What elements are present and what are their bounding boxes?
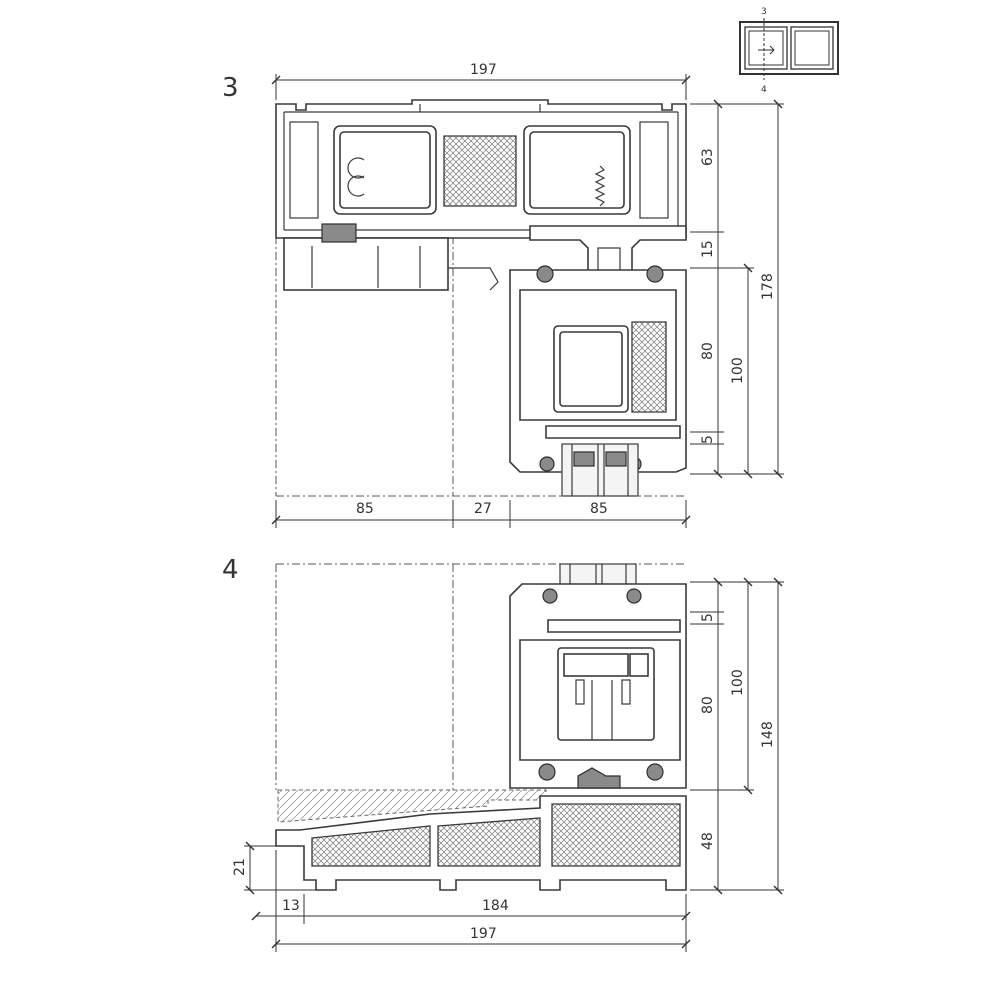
dim-s4-bottom-184: 184 <box>482 898 509 914</box>
key-plan-marker-4: 4 <box>761 85 767 95</box>
dim-s3-right-100: 100 <box>730 357 746 384</box>
dim-s3-right-63: 63 <box>700 148 716 166</box>
dim-s3-bottom-mid: 27 <box>474 501 492 517</box>
section-label-3: 3 <box>222 73 239 103</box>
dim-s4-right-5: 5 <box>700 613 716 622</box>
dim-s3-right-80: 80 <box>700 342 716 360</box>
section-4-dimensions: 5 80 48 100 148 21 13 184 197 <box>232 577 784 952</box>
dim-s4-right-80: 80 <box>700 696 716 714</box>
dim-s4-right-48: 48 <box>700 832 716 850</box>
dim-s3-right-5: 5 <box>700 435 716 444</box>
dim-s4-right-100: 100 <box>730 669 746 696</box>
dim-s3-right-15: 15 <box>700 240 716 258</box>
dim-s4-left-21: 21 <box>232 858 248 876</box>
section-4-profile <box>275 563 687 891</box>
dim-s4-bottom-13: 13 <box>282 898 300 914</box>
dim-s3-right-178: 178 <box>760 273 776 300</box>
key-plan-marker-3: 3 <box>761 7 767 17</box>
section-3-profile <box>275 99 687 497</box>
dim-s3-width-top: 197 <box>470 62 497 78</box>
key-plan: 3 4 <box>739 7 839 95</box>
dim-s4-bottom-197: 197 <box>470 926 497 942</box>
dim-s3-bottom-right: 85 <box>590 501 608 517</box>
dim-s3-bottom-left: 85 <box>356 501 374 517</box>
section-label-4: 4 <box>222 555 239 585</box>
dim-s4-right-148: 148 <box>760 721 776 748</box>
section-3-dimensions: 197 85 27 85 63 15 80 5 100 178 <box>271 62 784 528</box>
